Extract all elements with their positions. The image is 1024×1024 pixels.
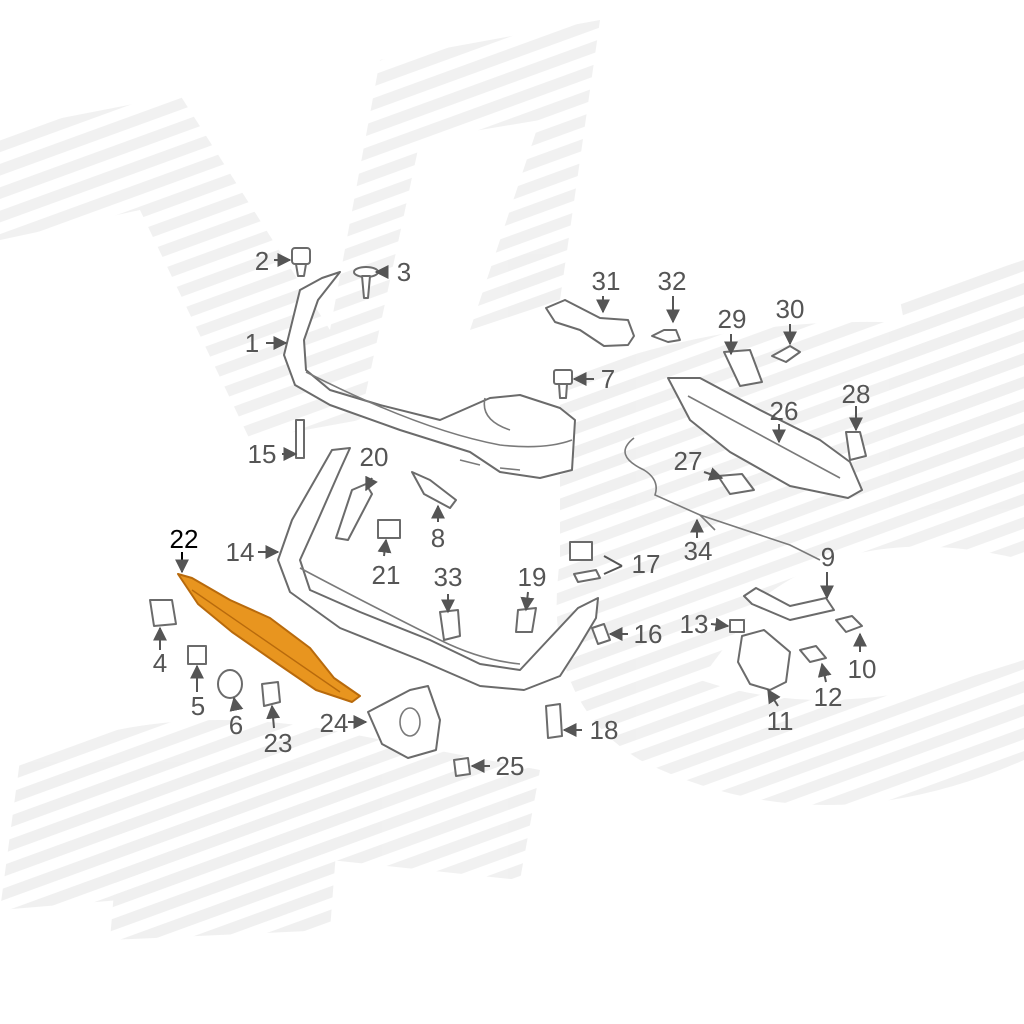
callout-31: 31 <box>592 266 621 296</box>
sensor-33 <box>439 609 461 641</box>
clip-23 <box>261 681 281 707</box>
callout-5: 5 <box>191 691 205 721</box>
callout-10: 10 <box>848 654 877 684</box>
clip-5 <box>187 645 207 665</box>
clip-28 <box>845 431 867 461</box>
callout-20: 20 <box>360 442 389 472</box>
screw-32 <box>651 329 681 343</box>
screw-10 <box>835 615 863 633</box>
cover-4 <box>149 599 177 627</box>
callout-30: 30 <box>776 294 805 324</box>
wiring-harness-34 <box>624 437 821 561</box>
bracket-29 <box>723 349 763 387</box>
bumper-cover-upper <box>283 271 576 479</box>
callout-18: 18 <box>590 715 619 745</box>
bumper-cover-lower <box>277 447 599 691</box>
callout-32: 32 <box>658 266 687 296</box>
callout-15: 15 <box>248 439 277 469</box>
reflector-8 <box>411 471 457 509</box>
callout-labels: 1 2 3 4 5 6 7 8 9 10 11 12 13 14 15 16 1… <box>153 246 877 781</box>
callout-22: 22 <box>170 524 199 554</box>
callout-2: 2 <box>255 246 269 276</box>
reinforcement-beam-26 <box>667 377 863 499</box>
callout-23: 23 <box>264 728 293 758</box>
callout-33: 33 <box>434 562 463 592</box>
callout-7: 7 <box>601 364 615 394</box>
callout-28: 28 <box>842 379 871 409</box>
callout-27: 27 <box>674 446 703 476</box>
callout-6: 6 <box>229 710 243 740</box>
bolt-7 <box>553 369 573 399</box>
bracket-20 <box>335 483 373 541</box>
callout-34: 34 <box>684 536 713 566</box>
cap-6 <box>217 669 243 699</box>
callout-19: 19 <box>518 562 547 592</box>
bolt-30 <box>771 345 801 363</box>
callout-21: 21 <box>372 560 401 590</box>
strip-9 <box>743 587 835 621</box>
callout-24: 24 <box>320 708 349 738</box>
callout-14: 14 <box>226 537 255 567</box>
callout-11: 11 <box>767 706 794 736</box>
watermark <box>0 20 1024 940</box>
screw-12 <box>799 645 827 663</box>
clip-13 <box>729 619 745 633</box>
clip-27 <box>717 473 755 495</box>
skid-plate-22 <box>177 573 361 703</box>
bracket-31 <box>545 299 635 347</box>
bracket-24 <box>367 685 441 759</box>
callout-4: 4 <box>153 648 167 678</box>
callout-12: 12 <box>814 682 843 712</box>
callout-26: 26 <box>770 396 799 426</box>
bracket-19 <box>515 607 537 633</box>
callout-13: 13 <box>680 609 709 639</box>
leader-lines <box>153 253 867 773</box>
callout-25: 25 <box>496 751 525 781</box>
pin-15 <box>295 419 305 459</box>
callout-3: 3 <box>397 257 411 287</box>
callout-1: 1 <box>245 328 259 358</box>
bolt-18 <box>545 703 563 739</box>
fastener-2 <box>291 247 311 277</box>
fastener-3 <box>353 266 379 299</box>
clip-21 <box>377 519 401 539</box>
callout-8: 8 <box>431 523 445 553</box>
clip-17 <box>569 541 601 583</box>
callout-9: 9 <box>821 542 835 572</box>
callout-16: 16 <box>634 619 663 649</box>
bracket-11 <box>737 629 791 691</box>
clip-25 <box>453 757 471 777</box>
callout-17: 17 <box>632 549 661 579</box>
callout-29: 29 <box>718 304 747 334</box>
